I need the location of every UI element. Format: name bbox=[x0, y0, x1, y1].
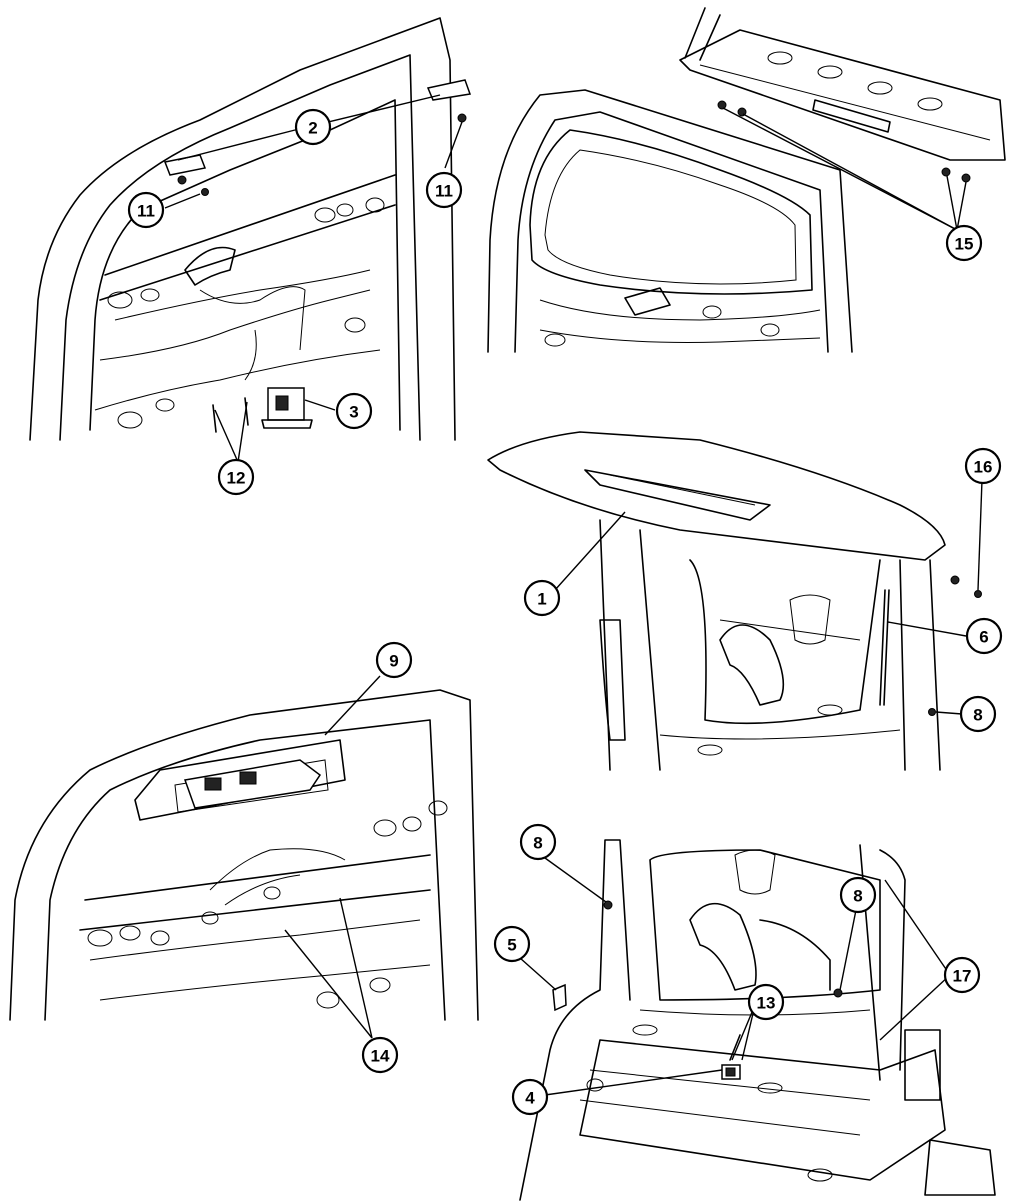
svg-text:8: 8 bbox=[533, 834, 542, 853]
svg-text:12: 12 bbox=[227, 469, 246, 488]
svg-text:15: 15 bbox=[955, 235, 974, 254]
panel-cargo-floor-striker bbox=[519, 839, 996, 1201]
callout-6: 6 bbox=[965, 617, 1003, 655]
callout-3: 3 bbox=[335, 392, 373, 430]
callout-4: 4 bbox=[511, 1078, 549, 1116]
svg-text:11: 11 bbox=[435, 182, 453, 201]
callout-8: 8 bbox=[839, 876, 877, 914]
nut bbox=[717, 100, 727, 110]
callout-5: 5 bbox=[493, 925, 531, 963]
callout-1: 1 bbox=[523, 579, 561, 617]
callout-14: 14 bbox=[361, 1036, 399, 1074]
svg-text:13: 13 bbox=[757, 994, 776, 1013]
callout-13: 13 bbox=[747, 983, 785, 1021]
callout-16: 16 bbox=[964, 447, 1002, 485]
panel-liftgate-handle-wiring bbox=[9, 689, 479, 1021]
callout-11: 11 bbox=[127, 191, 165, 229]
svg-text:17: 17 bbox=[953, 967, 972, 986]
callout-15: 15 bbox=[945, 224, 983, 262]
panel-liftgate-glass-header bbox=[487, 7, 1006, 353]
callout-12: 12 bbox=[217, 458, 255, 496]
callout-17: 17 bbox=[943, 956, 981, 994]
svg-text:9: 9 bbox=[389, 652, 398, 671]
nut bbox=[941, 167, 951, 177]
svg-text:4: 4 bbox=[525, 1089, 535, 1108]
svg-text:1: 1 bbox=[537, 590, 546, 609]
svg-text:8: 8 bbox=[973, 706, 982, 725]
panel-liftgate-hinges-latch bbox=[29, 17, 472, 441]
callout-2: 2 bbox=[294, 108, 332, 146]
svg-text:14: 14 bbox=[371, 1047, 390, 1066]
callout-8: 8 bbox=[519, 823, 557, 861]
panel-liftgate-open-cargo bbox=[487, 431, 982, 771]
clip bbox=[552, 983, 567, 1012]
callout-11: 11 bbox=[425, 171, 463, 209]
svg-text:8: 8 bbox=[853, 887, 862, 906]
callout-9: 9 bbox=[375, 641, 413, 679]
nut bbox=[961, 173, 971, 183]
svg-text:5: 5 bbox=[507, 936, 516, 955]
liftgate-prop-rod bbox=[879, 589, 886, 706]
svg-text:3: 3 bbox=[349, 403, 358, 422]
svg-text:16: 16 bbox=[974, 458, 993, 477]
svg-text:6: 6 bbox=[979, 628, 988, 647]
callout-8: 8 bbox=[959, 695, 997, 733]
svg-text:2: 2 bbox=[308, 119, 317, 138]
leader-lines bbox=[164, 94, 983, 1096]
svg-text:11: 11 bbox=[137, 202, 155, 221]
